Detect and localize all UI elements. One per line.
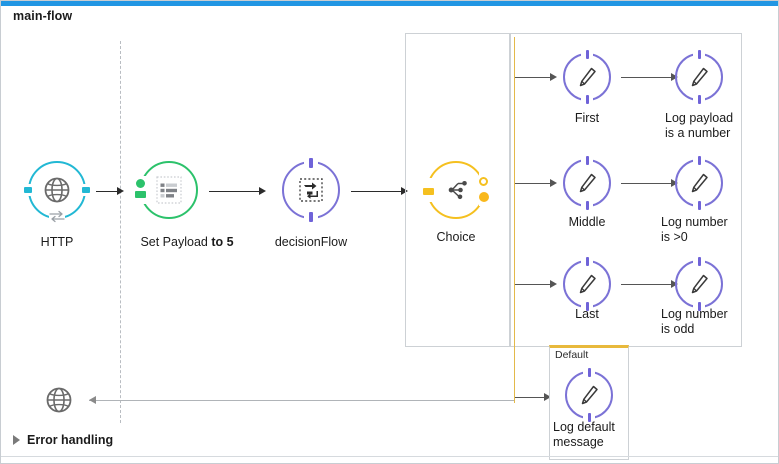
logger-last-label: Last <box>575 307 599 321</box>
ring-gap-left <box>136 176 146 204</box>
ring-tick-bottom <box>587 413 591 422</box>
logger-pencil-icon <box>568 265 606 303</box>
default-scope-label: Default <box>555 349 589 361</box>
logger-log-default-label: Log default message <box>553 420 615 449</box>
ring-dot-in <box>136 179 145 188</box>
error-handling-row[interactable]: Error handling <box>13 433 113 447</box>
error-handling-label: Error handling <box>27 433 114 447</box>
ring-tick-top <box>697 50 701 59</box>
logger-pencil-icon <box>680 164 718 202</box>
document-lines-icon <box>150 171 188 209</box>
choice-branch-spine <box>514 37 515 403</box>
flow-header-bar <box>1 1 778 6</box>
connector-arrowhead <box>544 393 551 401</box>
logger-pencil-icon <box>570 376 608 414</box>
connector-setpayload-to-decisionflow <box>209 191 261 192</box>
logger-pencil-icon <box>568 164 606 202</box>
connector-last-to-log <box>621 284 673 285</box>
connector-spine-to-last <box>515 284 551 285</box>
connector-arrowhead <box>550 179 557 187</box>
choice-scope-container <box>405 33 510 347</box>
ring-tick-top <box>585 156 589 165</box>
flow-reference-icon <box>292 171 330 209</box>
connector-middle-to-log <box>621 183 673 184</box>
connector-arrowhead <box>550 280 557 288</box>
collapsed-triangle-icon[interactable] <box>13 435 20 445</box>
ring-dot-out <box>479 192 489 202</box>
ring-tick-bottom <box>309 212 313 222</box>
connector-response-return <box>89 400 514 401</box>
ring-tick-in <box>135 191 146 198</box>
ring-tick-in <box>423 188 434 195</box>
ring-tick-bottom <box>585 201 589 210</box>
logger-log-number-odd-label: Log number is odd <box>661 307 728 336</box>
connector-arrowhead <box>671 280 678 288</box>
flow-title: main-flow <box>13 9 73 23</box>
ring-tick-top <box>697 156 701 165</box>
ring-gap-bottom <box>49 211 65 222</box>
connector-arrowhead <box>671 179 678 187</box>
choice-label: Choice <box>436 230 476 244</box>
logger-log-number-gt0-label: Log number is >0 <box>661 215 728 244</box>
ring-tick-right <box>82 187 90 193</box>
connector-arrowhead <box>550 73 557 81</box>
ring-gap-right <box>479 172 490 206</box>
connector-spine-to-first <box>515 77 551 78</box>
ring-tick-top <box>585 257 589 266</box>
ring-tick-bottom <box>697 201 701 210</box>
decision-flow-label: decisionFlow <box>274 235 348 249</box>
logger-log-payload-label: Log payload is a number <box>665 111 734 140</box>
globe-icon <box>40 381 78 419</box>
globe-icon <box>38 171 76 209</box>
set-payload-label: Set Payload to 5 <box>97 235 277 250</box>
ring-tick-bottom <box>585 302 589 311</box>
connector-spine-to-middle <box>515 183 551 184</box>
ring-tick-left <box>24 187 32 193</box>
ring-dot-out-default <box>479 177 488 186</box>
ring-tick-top <box>309 158 313 168</box>
connector-arrowhead <box>401 187 408 195</box>
ring-tick-bottom <box>585 95 589 104</box>
ring-tick-bottom <box>697 302 701 311</box>
logger-first-label: First <box>574 111 600 125</box>
connector-arrowhead-left <box>89 396 96 404</box>
set-payload-label-bold: to 5 <box>211 235 234 249</box>
logger-middle-label: Middle <box>568 215 606 229</box>
connector-first-to-log <box>621 77 673 78</box>
connector-http-to-setpayload <box>96 191 118 192</box>
ring-tick-top <box>585 50 589 59</box>
choice-branch-icon <box>437 171 475 209</box>
logger-pencil-icon <box>568 58 606 96</box>
logger-pencil-icon <box>680 265 718 303</box>
connector-arrowhead <box>259 187 266 195</box>
set-payload-label-plain: Set Payload <box>140 235 212 249</box>
connector-decisionflow-to-choice <box>351 191 403 192</box>
logger-pencil-icon <box>680 58 718 96</box>
connector-arrowhead <box>671 73 678 81</box>
connector-arrowhead <box>117 187 124 195</box>
http-listener-label: HTTP <box>40 235 74 249</box>
source-process-divider <box>120 41 121 423</box>
ring-tick-top <box>697 257 701 266</box>
ring-tick-top <box>587 368 591 377</box>
canvas-bottom-rule <box>1 456 778 457</box>
connector-spine-to-default <box>515 397 545 398</box>
ring-tick-bottom <box>697 95 701 104</box>
request-response-arrows-icon <box>48 209 66 228</box>
